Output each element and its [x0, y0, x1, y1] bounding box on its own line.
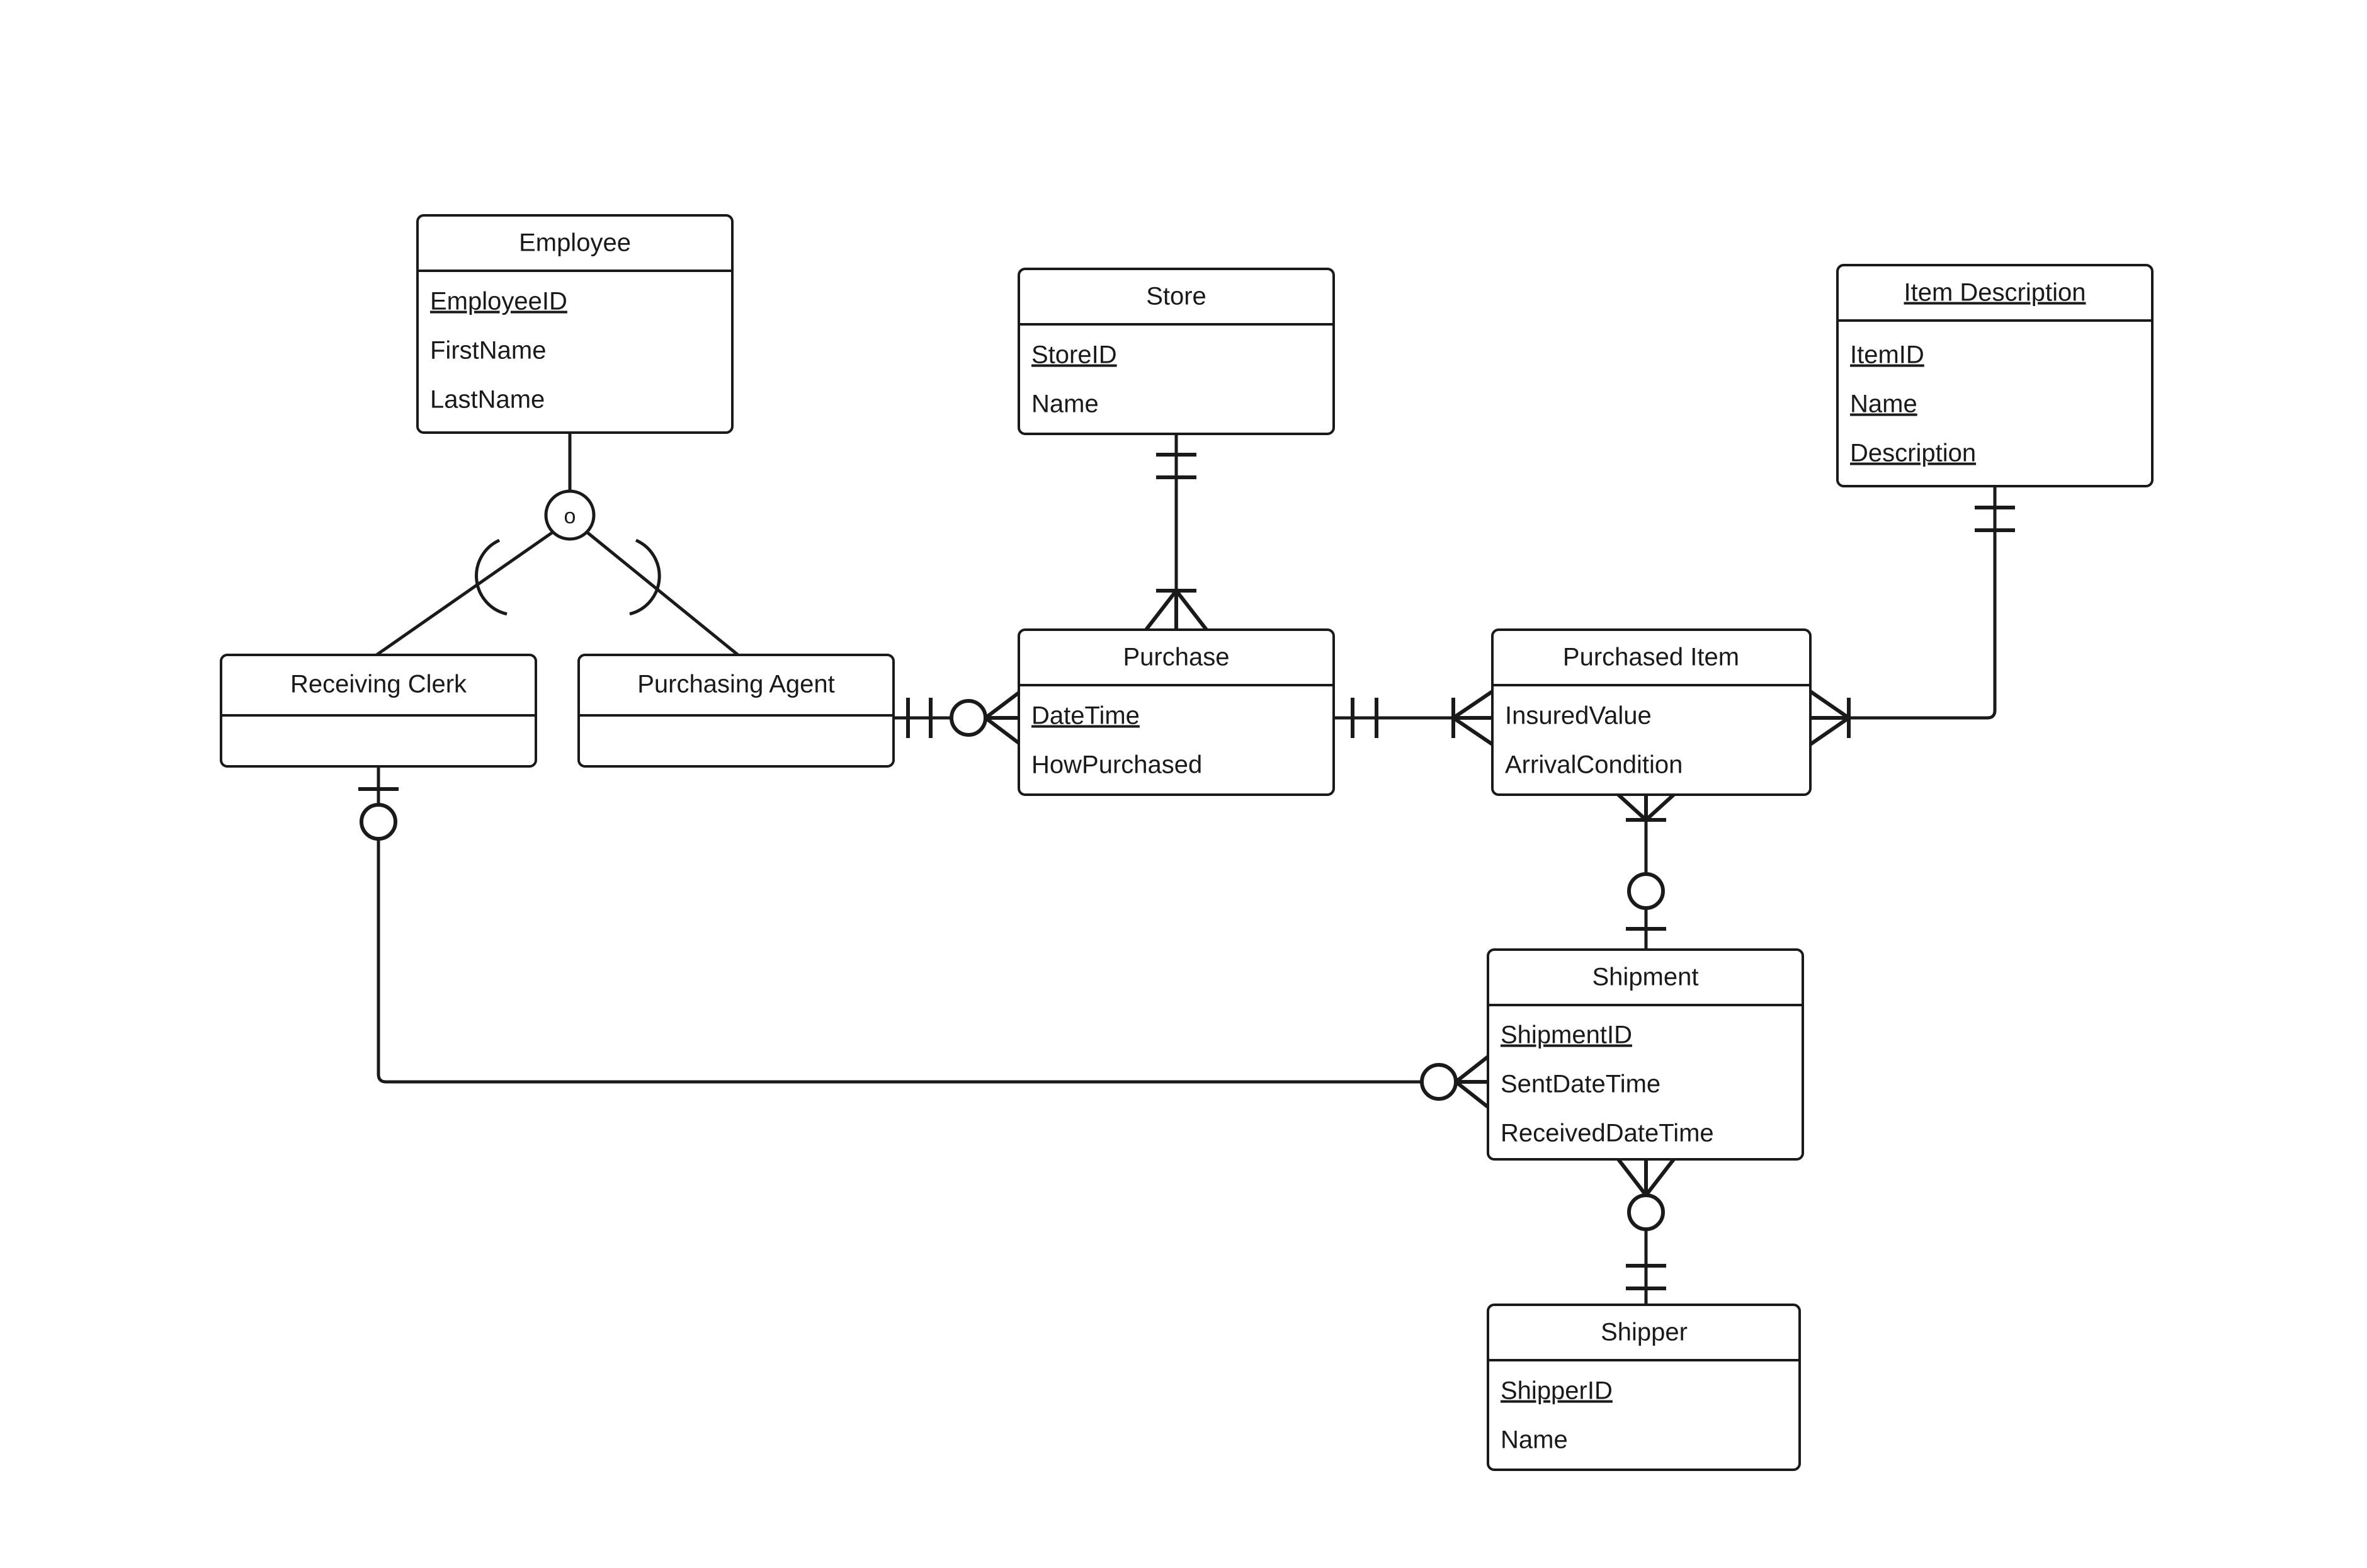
entity-item-description-attr-2: Description [1850, 440, 1976, 467]
entity-shipper-title: Shipper [1601, 1319, 1688, 1346]
cardinality-zero-or-one-receiving-clerk [358, 787, 399, 841]
entity-purchase-box[interactable] [1018, 628, 1335, 796]
entity-receiving-clerk-box[interactable] [220, 654, 537, 768]
entity-shipment-attr-0: ShipmentID [1501, 1021, 1632, 1049]
entity-shipper-attr-1: Name [1501, 1426, 1568, 1454]
entity-purchased-item-attr-1: ArrivalCondition [1505, 751, 1683, 779]
entity-purchase-title: Purchase [1123, 644, 1230, 671]
cardinality-one-and-only-one-purchasing-agent [906, 698, 933, 738]
entity-store-title: Store [1146, 283, 1206, 310]
connector-subtype-to-purchasing-agent [586, 531, 739, 656]
entity-purchasing-agent-title: Purchasing Agent [637, 671, 835, 698]
entity-purchased-item-attr-0: InsuredValue [1505, 702, 1652, 730]
connectors-layer [375, 433, 1997, 1305]
entity-shipment-attr-2: ReceivedDateTime [1501, 1120, 1714, 1147]
entity-receiving-clerk-title: Receiving Clerk [290, 671, 467, 698]
entity-purchase[interactable]: Purchase DateTime HowPurchased [1018, 628, 1335, 796]
entity-shipper[interactable]: Shipper ShipperID Name [1487, 1304, 1801, 1471]
connector-item-description-to-purchased-item [1810, 486, 1997, 720]
cardinality-one-or-many-purchase-top [1144, 589, 1208, 631]
entity-employee-attr-2: LastName [430, 386, 545, 414]
entity-shipper-box[interactable] [1487, 1304, 1801, 1471]
entity-purchased-item[interactable]: Purchased Item InsuredValue ArrivalCondi… [1491, 628, 1812, 796]
entity-purchased-item-title: Purchased Item [1563, 644, 1739, 671]
entity-purchasing-agent-box[interactable] [577, 654, 895, 768]
cardinality-one-and-only-one-shipper [1626, 1264, 1666, 1290]
entity-item-description-attr-1: Name [1850, 390, 1917, 418]
entity-purchased-item-box[interactable] [1491, 628, 1812, 796]
entity-employee[interactable]: Employee EmployeeID FirstName LastName [416, 214, 734, 434]
cardinality-one-and-only-one-purchase-right [1351, 698, 1378, 738]
cardinality-one-or-many-purchased-item-left [1451, 690, 1494, 746]
connector-subtype-to-receiving-clerk [375, 530, 554, 657]
entity-receiving-clerk[interactable]: Receiving Clerk [220, 654, 537, 768]
entity-item-description-title: Item Description [1904, 279, 2086, 307]
entity-purchase-attr-0: DateTime [1031, 702, 1140, 730]
entity-item-description-attr-0: ItemID [1850, 341, 1924, 369]
subtype-circle[interactable] [544, 489, 596, 541]
entity-employee-attr-1: FirstName [430, 337, 546, 365]
cardinality-zero-or-many-purchase-left [950, 691, 1020, 745]
subtype-arc-left [475, 538, 508, 616]
entity-purchase-attr-1: HowPurchased [1031, 751, 1202, 779]
cardinality-one-and-only-one-item-description [1975, 506, 2015, 532]
entity-store-attr-1: Name [1031, 390, 1099, 418]
cardinality-zero-or-many-shipment-bottom [1616, 1158, 1676, 1231]
entity-purchasing-agent[interactable]: Purchasing Agent [577, 654, 895, 768]
subtype-symbol-label: o [564, 504, 576, 528]
cardinality-one-and-only-one-store [1156, 453, 1196, 479]
subtype-symbol-employee[interactable]: o [544, 489, 596, 541]
entity-shipment[interactable]: Shipment ShipmentID SentDateTime Receive… [1487, 948, 1804, 1161]
entity-store[interactable]: Store StoreID Name [1018, 268, 1335, 435]
entity-shipment-title: Shipment [1592, 963, 1699, 991]
cardinality-one-or-many-purchased-item-right [1809, 690, 1851, 746]
entity-shipment-box[interactable] [1487, 948, 1804, 1161]
connector-receiving-clerk-to-shipment [377, 766, 1488, 1084]
entity-store-box[interactable] [1018, 268, 1335, 435]
entity-employee-title: Employee [519, 229, 631, 257]
cardinality-one-or-many-purchased-item-bottom [1616, 793, 1676, 822]
entity-employee-attr-0: EmployeeID [430, 288, 567, 315]
entity-shipment-attr-1: SentDateTime [1501, 1071, 1660, 1098]
subtype-arc-right [629, 538, 661, 616]
cardinality-zero-or-many-shipment-left [1420, 1055, 1489, 1109]
cardinality-marks-layer [358, 453, 2015, 1290]
entity-item-description[interactable]: Item Description ItemID Name Description [1836, 264, 2154, 487]
cardinality-zero-or-one-shipment-top [1626, 872, 1666, 931]
entity-shipper-attr-0: ShipperID [1501, 1377, 1613, 1405]
entity-store-attr-0: StoreID [1031, 341, 1117, 369]
